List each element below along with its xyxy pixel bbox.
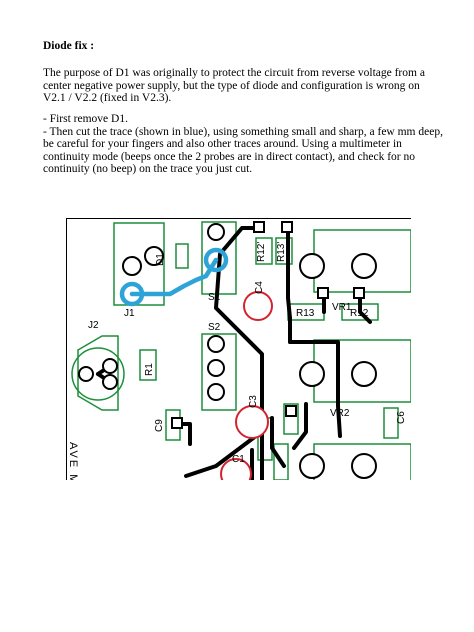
blue-pad-s1 xyxy=(203,247,229,273)
label-s1: S1 xyxy=(208,292,221,303)
trace-main xyxy=(214,226,264,480)
c3-pad xyxy=(285,405,297,417)
traces xyxy=(96,226,372,480)
r13p-outline xyxy=(275,237,293,265)
label-r12: R12 xyxy=(350,308,369,319)
vr1-sq-2 xyxy=(353,287,365,299)
vr3-pad-left xyxy=(299,453,325,479)
s2-outline xyxy=(201,333,237,411)
label-c3: C3 xyxy=(248,395,259,408)
trace-lower-left xyxy=(184,434,258,478)
label-s2: S2 xyxy=(208,322,221,333)
r1-outline xyxy=(139,349,157,381)
vr1-pad-left xyxy=(299,253,325,279)
c1-cap xyxy=(220,458,252,480)
blue-trace-path xyxy=(129,257,219,297)
vr2-pad-right xyxy=(351,361,377,387)
blue-pad-j1 xyxy=(119,281,145,307)
j2-pad-2 xyxy=(102,358,118,374)
label-j2: J2 xyxy=(88,320,99,331)
trace-right xyxy=(286,226,292,344)
label-r1: R1 xyxy=(144,363,155,376)
label-r12p: R12' xyxy=(256,242,267,262)
s2-pad-1 xyxy=(207,335,225,353)
step-cut-trace: - Then cut the trace (shown in blue), us… xyxy=(43,125,443,176)
c3-cap xyxy=(235,405,269,439)
label-vr1: VR1 xyxy=(332,302,352,313)
label-c6: C6 xyxy=(396,411,407,424)
j1-outline xyxy=(113,222,165,306)
d1-outline xyxy=(175,243,189,269)
label-c4: C4 xyxy=(254,281,265,294)
vr1-sq-1 xyxy=(317,287,329,299)
c4-cap xyxy=(243,291,273,321)
s2-pad-2 xyxy=(207,359,225,377)
s1-pad-1 xyxy=(207,223,225,241)
c9-pad xyxy=(171,417,183,429)
trace-c3 xyxy=(292,402,308,450)
c-lower-outline xyxy=(273,443,289,480)
label-d1: D1 xyxy=(155,253,166,266)
trace-lower-right xyxy=(270,416,286,468)
pcb-svg: D1 J1 S1 S2 J2 R1 R12' R13' R13 R12 VR1 … xyxy=(66,218,411,480)
c6-outline xyxy=(383,407,399,439)
j2-pad-1 xyxy=(78,366,94,382)
label-r13: R13 xyxy=(296,308,315,319)
c3-outline xyxy=(283,403,299,435)
electrolytic-caps xyxy=(220,291,273,480)
s2-pad-3 xyxy=(207,383,225,401)
j1-pad-2 xyxy=(144,246,164,266)
j1-pad-1 xyxy=(122,256,142,276)
label-j1: J1 xyxy=(124,308,135,319)
r13p-pad xyxy=(281,221,293,233)
label-r13p: R13' xyxy=(276,242,287,262)
r12p-outline xyxy=(255,237,273,265)
j2-pad-3 xyxy=(102,374,118,390)
doc-title: Diode fix : xyxy=(43,40,95,52)
j2-outline xyxy=(77,335,119,411)
label-c1: C1 xyxy=(232,454,245,465)
r12p-pad xyxy=(253,221,265,233)
vr2-pad-left xyxy=(299,361,325,387)
labels: D1 J1 S1 S2 J2 R1 R12' R13' R13 R12 VR1 … xyxy=(67,242,407,480)
instructions: - First remove D1. - Then cut the trace … xyxy=(43,113,443,176)
pads xyxy=(78,223,377,479)
label-brand: AVE MU xyxy=(67,442,79,480)
j2-circle xyxy=(71,347,125,401)
cut-trace xyxy=(119,247,229,307)
trace-vr2 xyxy=(288,340,342,438)
square-pads xyxy=(171,221,365,429)
intro-paragraph: The purpose of D1 was originally to prot… xyxy=(43,67,425,105)
vr1-pad-right xyxy=(351,253,377,279)
vr3-pad-right xyxy=(351,453,377,479)
label-vr2: VR2 xyxy=(330,408,350,419)
step-remove-d1: - First remove D1. xyxy=(43,113,128,125)
label-c9: C9 xyxy=(154,419,165,432)
pcb-layout-image: D1 J1 S1 S2 J2 R1 R12' R13' R13 R12 VR1 … xyxy=(66,218,411,480)
